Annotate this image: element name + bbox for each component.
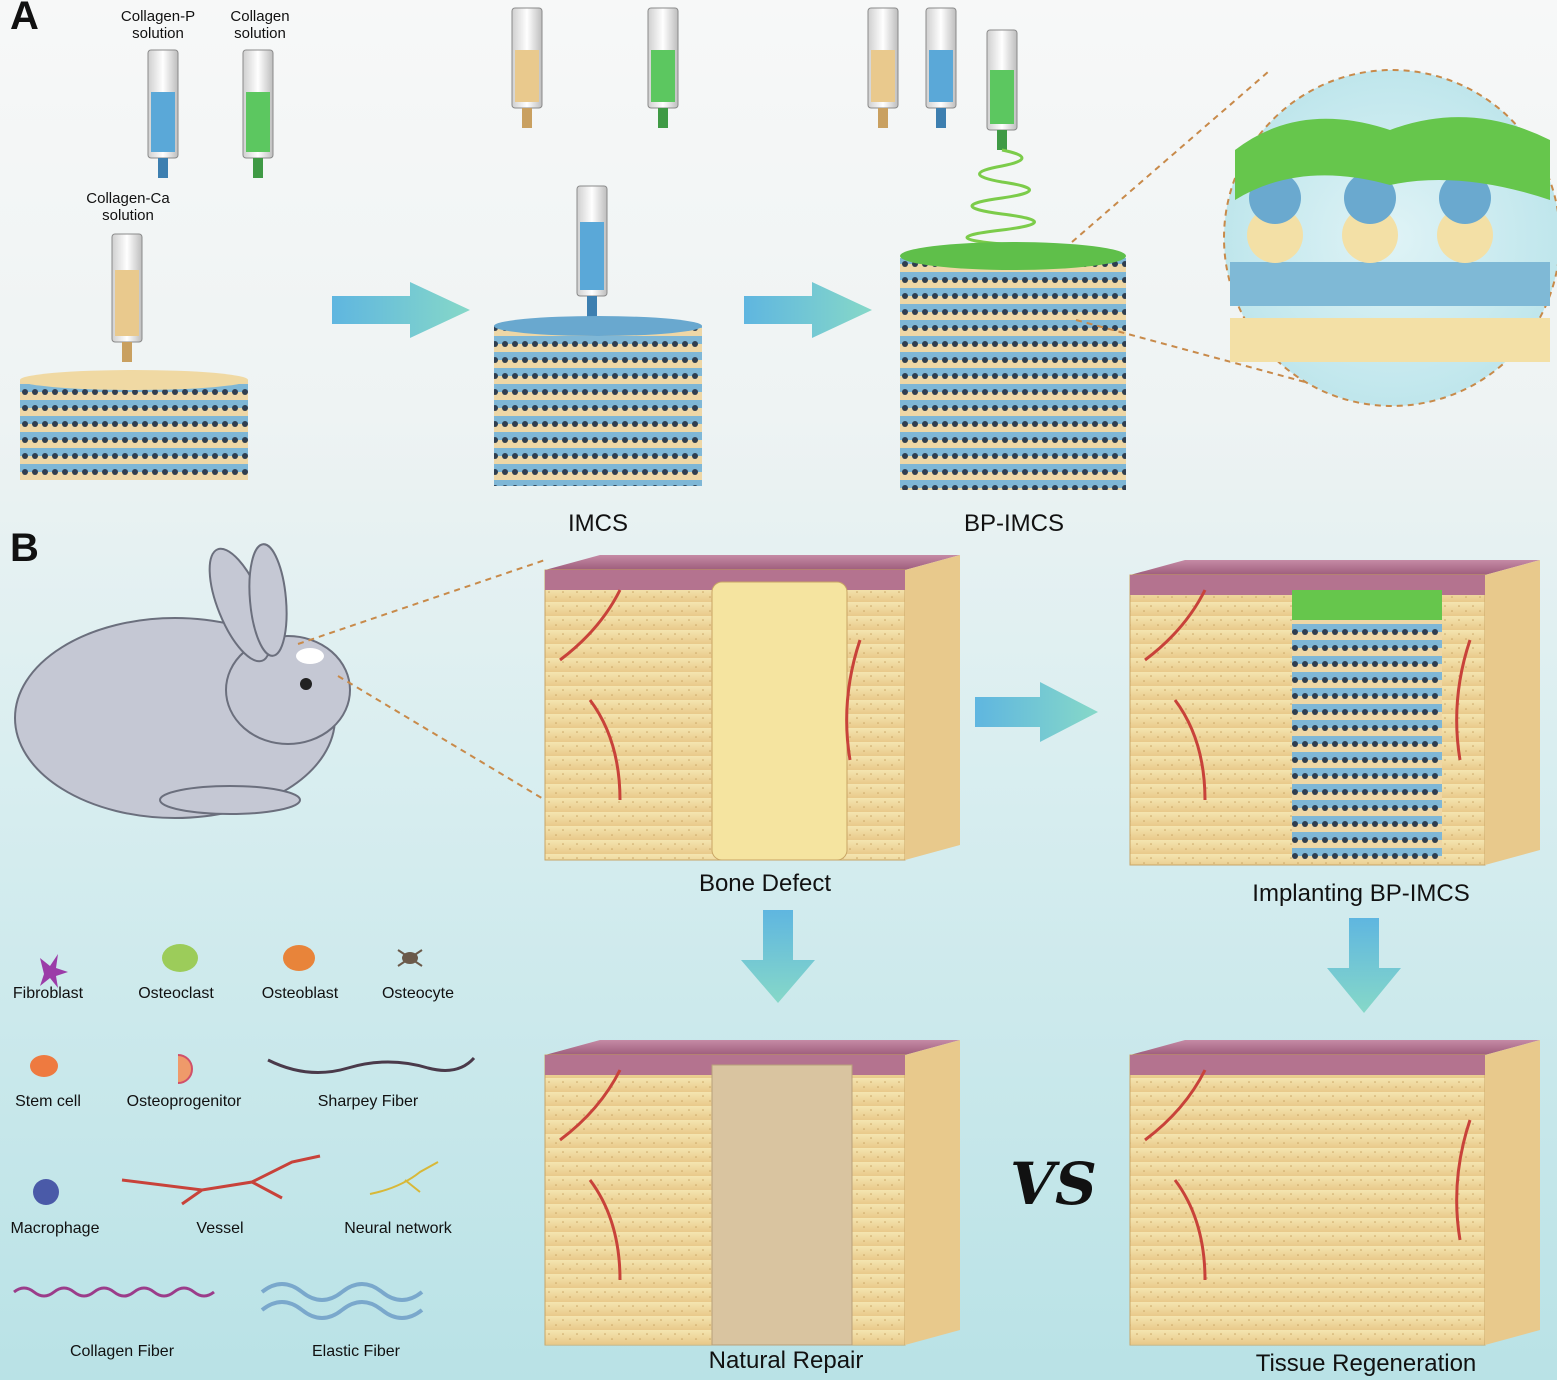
- legend-neural-network: Neural network: [344, 1220, 452, 1237]
- fibroblast-icon: [40, 954, 68, 988]
- collagen-fiber-icon: [13, 1286, 215, 1298]
- syringe-collagen-p: [147, 49, 179, 178]
- syringe-collagen: [242, 49, 274, 178]
- legend-macrophage: Macrophage: [10, 1220, 100, 1237]
- legend-stem-cell: Stem cell: [15, 1093, 81, 1110]
- label-tissue-regeneration: Tissue Regeneration: [1255, 1350, 1477, 1377]
- label-vs: VS: [1010, 1150, 1097, 1218]
- label-collagen-p: Collagen-P solution: [120, 8, 196, 42]
- rabbit-callout-line-1: [297, 559, 546, 645]
- collagen-spiral: [965, 148, 1036, 246]
- label-bp-imcs: BP-IMCS: [963, 510, 1064, 537]
- arrow-b-down-1: [741, 910, 815, 1003]
- syringe-collagen-2: [647, 7, 679, 128]
- panel-b-letter: B: [10, 526, 39, 570]
- label-collagen: Collagen solution: [230, 8, 290, 42]
- legend-fibroblast: Fibroblast: [12, 985, 84, 1002]
- syringe-collagen-3: [986, 29, 1018, 150]
- rabbit-callout-line-2: [337, 675, 546, 801]
- legend-collagen-fiber: Collagen Fiber: [69, 1343, 175, 1360]
- sharpey-fiber-icon: [267, 1056, 476, 1074]
- label-collagen-ca: Collagen-Ca solution: [86, 190, 170, 224]
- vessel-icon: [121, 1154, 321, 1206]
- label-imcs: IMCS: [568, 510, 628, 537]
- scaffold-bp-imcs: [900, 242, 1126, 490]
- zoom-callout: [1071, 69, 1557, 407]
- legend-elastic-fiber: Elastic Fiber: [311, 1343, 401, 1360]
- rabbit-illustration: [14, 543, 351, 819]
- block-implanting: [1129, 560, 1540, 866]
- osteoclast-icon: [162, 944, 198, 972]
- legend-sharpey-fiber: Sharpey Fiber: [317, 1093, 419, 1110]
- legend-osteoclast: Osteoclast: [138, 985, 214, 1002]
- block-natural-repair: [544, 1040, 960, 1346]
- osteoblast-icon: [283, 945, 315, 971]
- block-tissue-regeneration: [1129, 1040, 1540, 1346]
- label-implanting: Implanting BP-IMCS: [1252, 880, 1470, 907]
- arrow-b-right: [975, 682, 1098, 742]
- macrophage-icon: [33, 1179, 59, 1205]
- stem-cell-icon: [30, 1055, 58, 1077]
- arrow-b-down-2: [1327, 918, 1401, 1013]
- legend-vessel: Vessel: [196, 1220, 244, 1237]
- legend-osteoprogenitor: Osteoprogenitor: [126, 1093, 242, 1110]
- syringe-p-3: [925, 7, 957, 128]
- neural-network-icon: [369, 1161, 439, 1195]
- scaffold-imcs: [494, 316, 702, 486]
- arrow-a1: [332, 282, 470, 338]
- legend-osteoblast: Osteoblast: [261, 985, 339, 1002]
- elastic-fiber-icon: [260, 1282, 424, 1320]
- block-bone-defect: [544, 555, 960, 861]
- label-natural-repair: Natural Repair: [708, 1347, 864, 1374]
- scaffold-initial: [20, 370, 248, 480]
- panel-a-letter: A: [10, 0, 39, 38]
- syringe-collagen-ca: [111, 233, 143, 362]
- osteocyte-icon: [397, 949, 423, 967]
- syringe-p-2: [576, 185, 608, 318]
- legend-osteocyte: Osteocyte: [381, 985, 455, 1002]
- syringe-ca-3: [867, 7, 899, 128]
- syringe-ca-2: [511, 7, 543, 128]
- arrow-a2: [744, 282, 872, 338]
- label-bone-defect: Bone Defect: [698, 870, 832, 897]
- osteoprogenitor-icon: [177, 1054, 193, 1084]
